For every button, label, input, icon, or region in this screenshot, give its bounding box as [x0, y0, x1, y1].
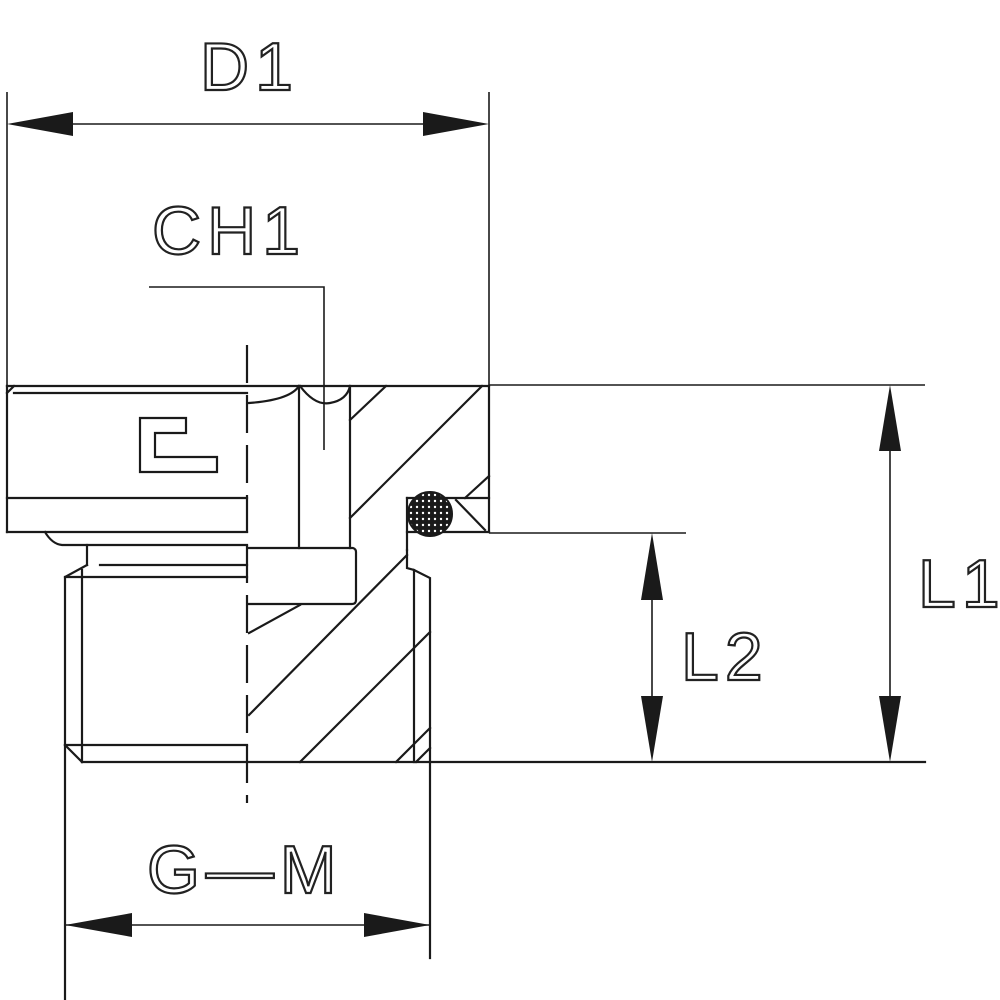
ch1-leader: CH1: [149, 192, 325, 450]
d1-dimension: D1: [6, 28, 490, 386]
arrow-down-icon: [641, 696, 663, 762]
logo-mark-icon: [138, 416, 219, 474]
o-ring: [407, 491, 453, 537]
d1-label: D1: [200, 29, 299, 105]
arrow-down-icon: [879, 696, 901, 762]
arrow-left-icon: [65, 913, 132, 937]
l1-label: L1: [918, 546, 1000, 622]
arrow-right-icon: [423, 112, 489, 136]
hex-head: [5, 384, 491, 550]
thread-label: G—M: [147, 832, 343, 908]
section-hatch: [247, 384, 491, 764]
ch1-label: CH1: [152, 193, 306, 269]
threaded-shank: [43, 530, 927, 1000]
l2-label: L2: [681, 619, 769, 695]
l2-dimension: L2: [489, 532, 769, 762]
arrow-left-icon: [7, 112, 73, 136]
arrow-right-icon: [364, 913, 430, 937]
arrow-up-icon: [879, 385, 901, 451]
thread-dimension: G—M: [65, 831, 430, 937]
arrow-up-icon: [641, 533, 663, 600]
l1-dimension: L1: [489, 384, 1000, 762]
